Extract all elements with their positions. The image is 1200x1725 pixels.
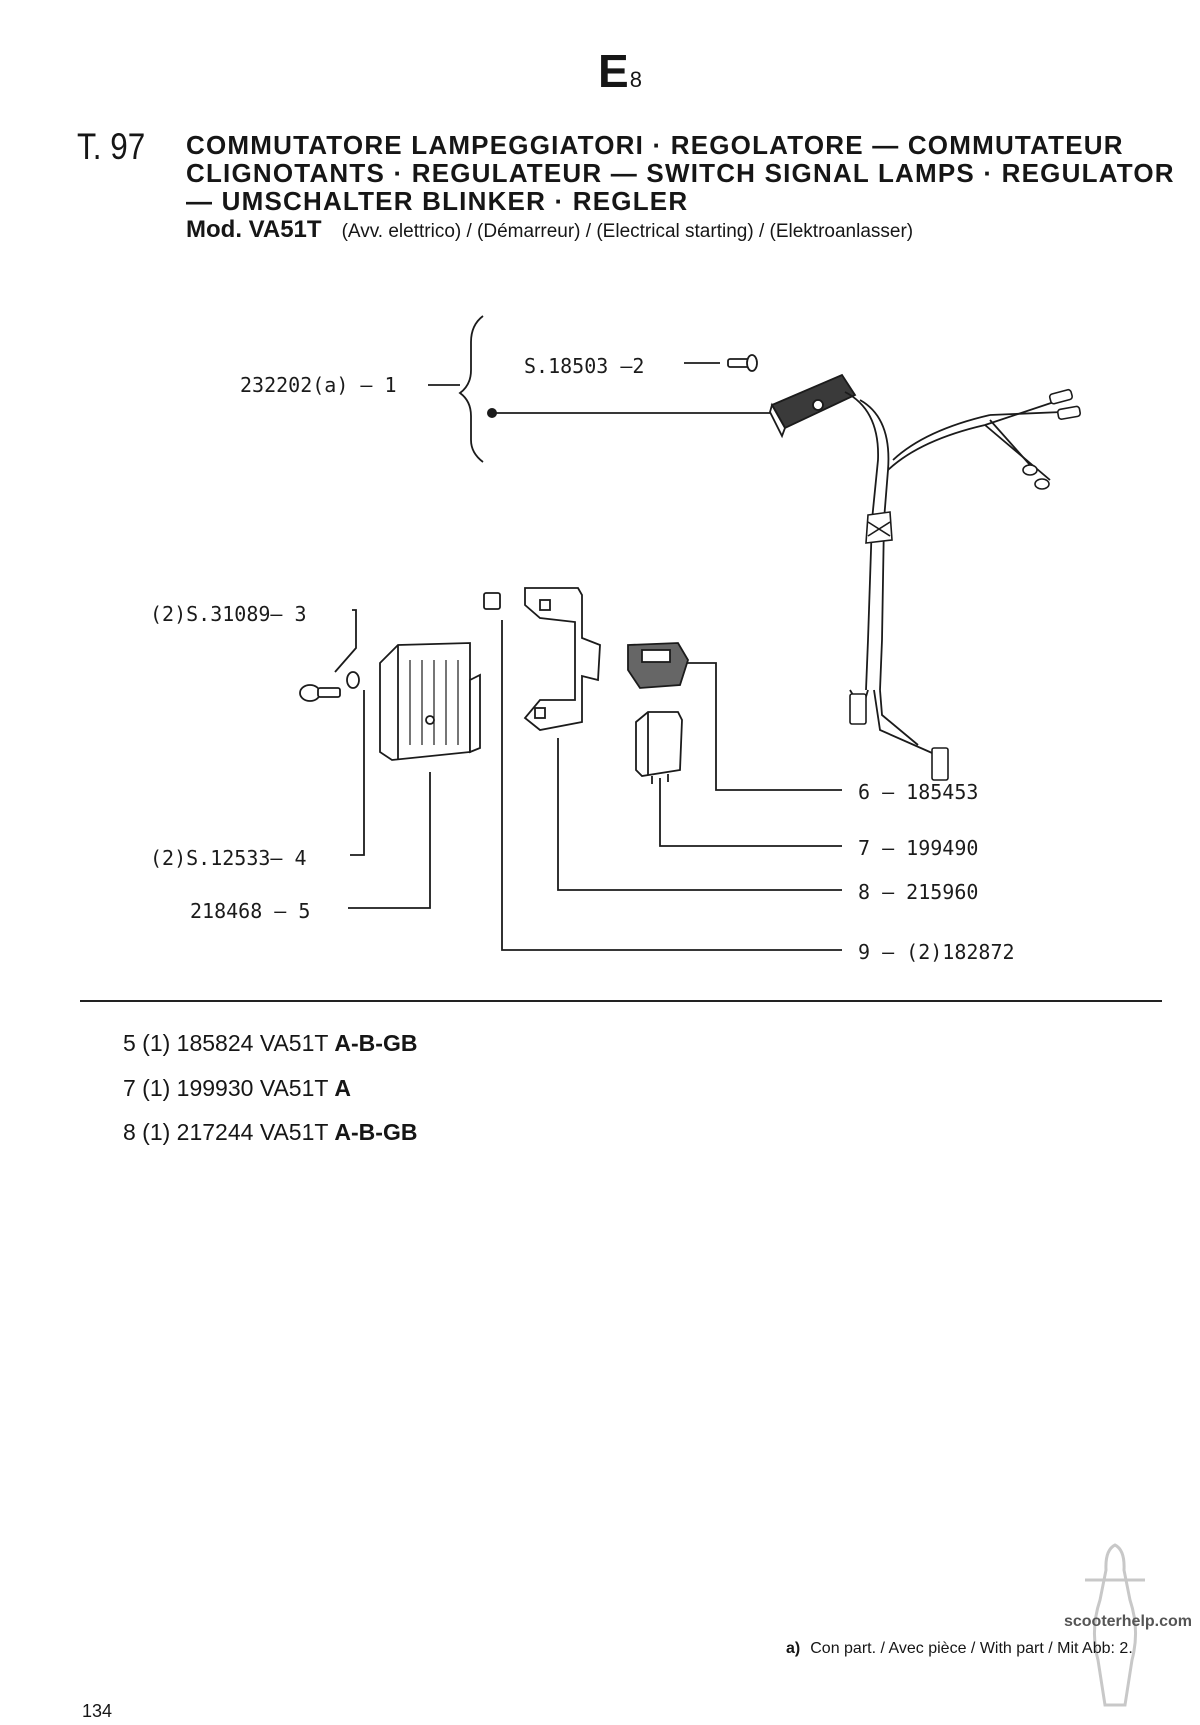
section-letter-main: E [598, 45, 629, 97]
variant-ref: 8 (1) 217244 VA51T [123, 1119, 329, 1145]
screw-item-3 [299, 684, 341, 702]
harness-terminals [849, 388, 1082, 781]
variant-line-1: 5 (1) 185824 VA51T A-B-GB [123, 1030, 417, 1057]
leader-dot [487, 408, 497, 418]
clip-item-9 [483, 592, 501, 610]
variant-ref: 7 (1) 199930 VA51T [123, 1075, 329, 1101]
section-divider [80, 1000, 1162, 1002]
title-line-2: CLIGNOTANTS · REGULATEUR — SWITCH SIGNAL… [186, 158, 1175, 188]
section-subscript: 8 [629, 67, 642, 92]
leader-8 [557, 738, 842, 891]
leader-3 [334, 609, 357, 673]
leader-9 [501, 620, 842, 951]
callout-3: (2)S.31089— 3 [150, 602, 307, 626]
relay-item-7 [635, 711, 683, 784]
callout-8: 8 — 215960 [858, 880, 978, 904]
leader-4 [350, 690, 365, 856]
variant-line-2: 7 (1) 199930 VA51T A [123, 1075, 351, 1102]
section-letter: E8 [598, 44, 642, 98]
callout-1: 232202(a) — 1 [240, 373, 397, 397]
bracket-item-8 [523, 587, 601, 731]
footnote-marker: a) [786, 1640, 801, 1657]
callout-4: (2)S.12533— 4 [150, 846, 307, 870]
title-line-3: — UMSCHALTER BLINKER · REGLER [186, 186, 689, 216]
variant-markets: A-B-GB [334, 1119, 418, 1145]
footnote-text: Con part. / Avec pièce / With part / Mit… [810, 1640, 1133, 1657]
brace-item-1 [458, 315, 484, 463]
title-line-1: COMMUTATORE LAMPEGGIATORI · REGOLATORE —… [186, 130, 1124, 160]
model-line: Mod. VA51T (Avv. elettrico) / (Démarreur)… [186, 216, 913, 244]
model-description: (Avv. elettrico) / (Démarreur) / (Electr… [341, 221, 914, 242]
harness-sleeve [865, 511, 893, 544]
variant-line-3: 8 (1) 217244 VA51T A-B-GB [123, 1119, 417, 1146]
washer-item-4 [346, 671, 360, 689]
regulator [379, 642, 481, 761]
holder-item-6 [627, 642, 689, 689]
footnote: a) Con part. / Avec pièce / With part / M… [786, 1640, 1133, 1658]
callout-6: 6 — 185453 [858, 780, 978, 804]
table-number: T. 97 [77, 126, 146, 167]
switch-signal-lamps [769, 373, 857, 439]
callout-7: 7 — 199490 [858, 836, 978, 860]
callout-5: 218468 — 5 [190, 899, 310, 923]
callout-2: S.18503 —2 [524, 354, 644, 378]
exploded-parts-diagram: 232202(a) — 1 S.18503 —2 (2)S.31089— 3 (… [150, 315, 1082, 964]
model-label: Mod. VA51T [186, 216, 322, 243]
watermark-site: scooterhelp.com [1063, 1613, 1192, 1630]
wiring-harness [844, 391, 1063, 761]
page-number: 134 [82, 1701, 113, 1721]
callout-9: 9 — (2)182872 [858, 940, 1015, 964]
leader-5 [348, 772, 431, 909]
variant-markets: A-B-GB [334, 1030, 418, 1056]
screw-item-2 [727, 354, 758, 372]
leader-6 [686, 662, 842, 791]
variant-markets: A [334, 1075, 352, 1101]
scooter-logo-watermark [1085, 1543, 1145, 1707]
leader-7 [659, 778, 842, 847]
variant-ref: 5 (1) 185824 VA51T [123, 1030, 329, 1056]
